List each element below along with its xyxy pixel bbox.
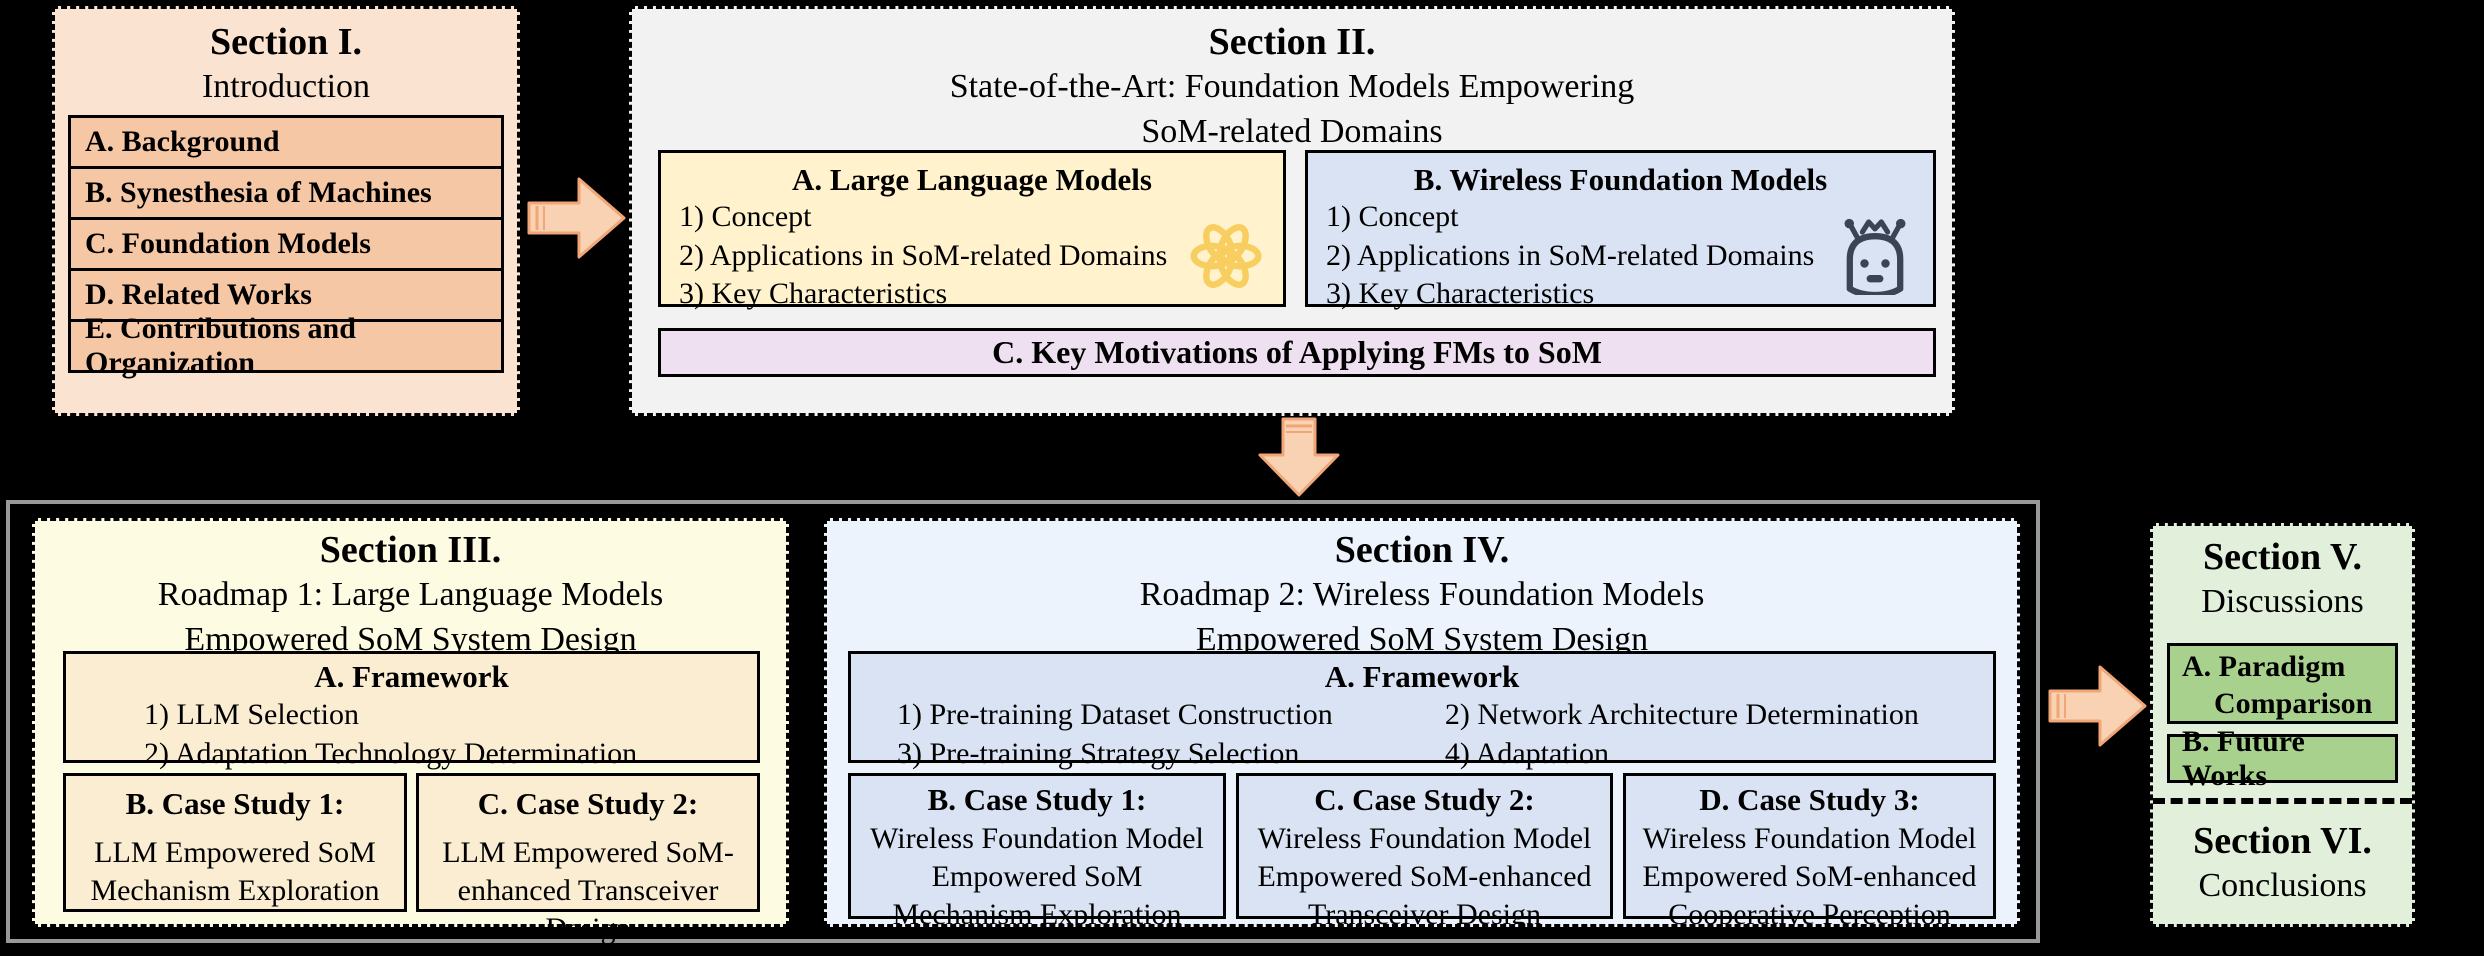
section-4-framework-item-2: 2) Network Architecture Determination — [1444, 698, 1919, 732]
section-3-framework-item-2: 2) Adaptation Technology Determination — [144, 737, 638, 771]
section-4-title: Section IV. — [1334, 529, 1510, 571]
section-3-case-study-2-box: C. Case Study 2: LLM Empowered SoM- enha… — [416, 773, 760, 945]
motivations-bar: C. Key Motivations of Applying FMs to So… — [658, 328, 1936, 377]
section-divider-dashed-line — [2153, 798, 2412, 804]
section-5-future-works-box: B. Future Works — [2167, 725, 2398, 792]
section-4-case-study-2-box: C. Case Study 2: Wireless Foundation Mod… — [1236, 773, 1613, 931]
section-4-case-study-1-body: Wireless Foundation Model Empowered SoM … — [870, 821, 1204, 932]
section-2-box: Section II. State-of-the-Art: Foundation… — [629, 6, 1955, 416]
llm-box-title: A. Large Language Models — [792, 162, 1152, 197]
llm-item-applications: 2) Applications in SoM-related Domains — [679, 238, 1168, 272]
section-5-title: Section V. — [2202, 536, 2363, 578]
arrow-right-2-icon — [2048, 665, 2147, 747]
section-1-item-background: A. Background — [68, 115, 504, 169]
section-4-framework-item-3: 3) Pre-training Strategy Selection — [897, 737, 1300, 771]
section-4-subtitle: Roadmap 2: Wireless Foundation Models Em… — [1139, 576, 1705, 658]
roadmaps-group-outline — [6, 500, 2040, 943]
section-5-subtitle: Discussions — [2201, 583, 2364, 621]
section-4-case-study-3-title: D. Case Study 3: — [1699, 782, 1920, 817]
arrow-down-icon — [1258, 417, 1340, 497]
section-4-framework-title: A. Framework — [1324, 659, 1520, 694]
wfm-box-title: B. Wireless Foundation Models — [1413, 162, 1828, 197]
openai-logo-icon — [1190, 224, 1262, 288]
section-1-item-foundation-models: C. Foundation Models — [68, 217, 504, 271]
section-1-item-list: A. Background B. Synesthesia of Machines… — [68, 115, 504, 379]
section-4-case-study-3-body: Wireless Foundation Model Empowered SoM-… — [1642, 821, 1977, 932]
section-4-case-study-1-title: B. Case Study 1: — [927, 782, 1147, 817]
section-2-subtitle: State-of-the-Art: Foundation Models Empo… — [949, 68, 1635, 150]
wfm-item-characteristics: 3) Key Characteristics — [1326, 276, 1595, 310]
arrow-right-1-icon — [527, 177, 626, 259]
section-2-title: Section II. — [1208, 21, 1376, 63]
section-3-case-study-2-body: LLM Empowered SoM- enhanced Transceiver … — [442, 835, 734, 946]
section-3-framework-item-1: 1) LLM Selection — [144, 698, 359, 732]
section-3-box: Section III. Roadmap 1: Large Language M… — [32, 518, 789, 945]
section-1-item-contributions: E. Contributions and Organization — [68, 312, 504, 379]
llm-box: A. Large Language Models 1) Concept 2) A… — [658, 150, 1286, 310]
section-3-framework-box: A. Framework 1) LLM Selection 2) Adaptat… — [63, 651, 760, 770]
section-3-case-study-2-title: C. Case Study 2: — [477, 786, 699, 821]
section-4-framework-item-1: 1) Pre-training Dataset Construction — [897, 698, 1333, 732]
section-4-case-study-2-title: C. Case Study 2: — [1314, 782, 1535, 817]
section-3-case-study-1-body: LLM Empowered SoM Mechanism Exploration — [90, 835, 380, 908]
section-4-case-study-3-box: D. Case Study 3: Wireless Foundation Mod… — [1623, 773, 1996, 931]
section-3-title: Section III. — [319, 529, 502, 571]
section-1-title: Section I. — [210, 21, 362, 63]
section-3-case-study-1-box: B. Case Study 1: LLM Empowered SoM Mecha… — [63, 773, 407, 912]
llm-item-concept: 1) Concept — [679, 200, 812, 234]
motivations-bar-label: C. Key Motivations of Applying FMs to So… — [992, 334, 1602, 370]
section-5-6-box: Section V. Discussions A. Paradigm Compa… — [2150, 523, 2415, 927]
wfm-item-applications: 2) Applications in SoM-related Domains — [1326, 238, 1815, 272]
section-3-case-study-1-title: B. Case Study 1: — [125, 786, 345, 821]
section-6-title: Section VI. — [2193, 820, 2372, 862]
section-4-case-study-2-body: Wireless Foundation Model Empowered SoM-… — [1257, 821, 1592, 932]
robot-crown-icon — [1844, 218, 1906, 295]
section-6-subtitle: Conclusions — [2198, 867, 2367, 905]
section-4-framework-item-4: 4) Adaptation — [1444, 737, 1609, 771]
section-3-framework-title: A. Framework — [314, 659, 509, 694]
section-5-paradigm-box: A. Paradigm Comparison — [2167, 643, 2398, 724]
section-4-box: Section IV. Roadmap 2: Wireless Foundati… — [824, 518, 2020, 931]
section-1-box: Section I. Introduction A. Background B.… — [52, 6, 520, 416]
section-4-case-study-1-box: B. Case Study 1: Wireless Foundation Mod… — [848, 773, 1226, 931]
section-3-subtitle: Roadmap 1: Large Language Models Empower… — [157, 576, 664, 658]
section-1-subtitle: Introduction — [201, 68, 371, 106]
section-1-item-synesthesia: B. Synesthesia of Machines — [68, 166, 504, 220]
wfm-item-concept: 1) Concept — [1326, 200, 1459, 234]
llm-item-characteristics: 3) Key Characteristics — [679, 276, 948, 310]
section-4-framework-box: A. Framework 1) Pre-training Dataset Con… — [848, 651, 1996, 770]
wfm-box: B. Wireless Foundation Models 1) Concept… — [1305, 150, 1936, 310]
